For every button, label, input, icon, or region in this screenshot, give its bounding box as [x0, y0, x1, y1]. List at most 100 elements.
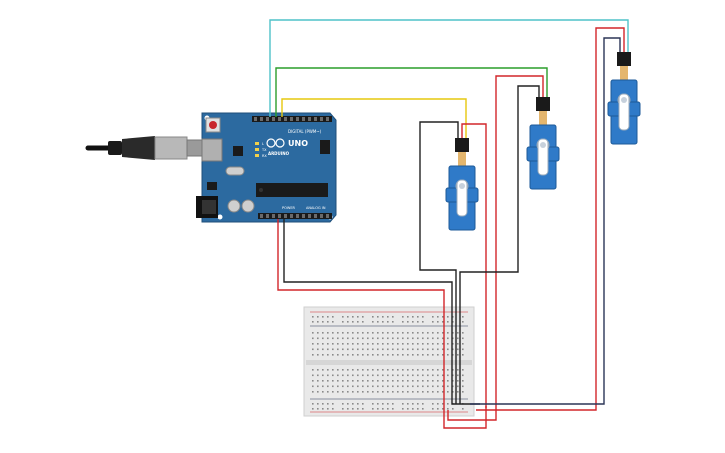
- breadboard-hole[interactable]: [432, 385, 434, 388]
- breadboard-hole[interactable]: [432, 369, 434, 371]
- breadboard-hole[interactable]: [322, 380, 324, 382]
- breadboard-hole[interactable]: [362, 403, 364, 405]
- breadboard-hole[interactable]: [312, 348, 314, 351]
- breadboard-hole[interactable]: [322, 321, 324, 323]
- breadboard-hole[interactable]: [397, 380, 399, 382]
- breadboard-hole[interactable]: [332, 408, 334, 410]
- breadboard-hole[interactable]: [427, 348, 429, 351]
- breadboard-hole[interactable]: [332, 321, 334, 323]
- breadboard-hole[interactable]: [377, 408, 379, 410]
- breadboard-hole[interactable]: [312, 354, 314, 356]
- breadboard-hole[interactable]: [337, 369, 339, 371]
- breadboard-hole[interactable]: [372, 369, 374, 371]
- breadboard-hole[interactable]: [412, 374, 414, 377]
- breadboard-hole[interactable]: [407, 332, 409, 334]
- breadboard-hole[interactable]: [377, 369, 379, 371]
- breadboard-hole[interactable]: [407, 316, 409, 318]
- breadboard-hole[interactable]: [362, 343, 364, 345]
- breadboard-hole[interactable]: [332, 316, 334, 318]
- breadboard-hole[interactable]: [382, 348, 384, 351]
- breadboard-hole[interactable]: [317, 316, 319, 318]
- breadboard-hole[interactable]: [442, 332, 444, 334]
- breadboard-hole[interactable]: [337, 380, 339, 382]
- breadboard-hole[interactable]: [357, 369, 359, 371]
- breadboard-hole[interactable]: [452, 408, 454, 410]
- breadboard-hole[interactable]: [447, 316, 449, 318]
- wire-signal-servo-2[interactable]: [275, 67, 548, 117]
- breadboard-hole[interactable]: [367, 354, 369, 356]
- breadboard-hole[interactable]: [447, 348, 449, 351]
- breadboard-hole[interactable]: [347, 332, 349, 334]
- wire-servo-1-power[interactable]: [461, 123, 487, 408]
- breadboard-hole[interactable]: [327, 374, 329, 377]
- breadboard-hole[interactable]: [352, 385, 354, 388]
- breadboard-hole[interactable]: [442, 337, 444, 340]
- breadboard-hole[interactable]: [327, 385, 329, 388]
- breadboard-hole[interactable]: [317, 332, 319, 334]
- breadboard-hole[interactable]: [367, 332, 369, 334]
- breadboard-hole[interactable]: [402, 408, 404, 410]
- breadboard-hole[interactable]: [352, 321, 354, 323]
- breadboard-hole[interactable]: [357, 321, 359, 323]
- breadboard-hole[interactable]: [447, 403, 449, 405]
- breadboard-hole[interactable]: [442, 385, 444, 388]
- breadboard-hole[interactable]: [312, 321, 314, 323]
- breadboard-hole[interactable]: [347, 321, 349, 323]
- breadboard-hole[interactable]: [327, 337, 329, 340]
- breadboard-hole[interactable]: [452, 316, 454, 318]
- breadboard-hole[interactable]: [347, 348, 349, 351]
- breadboard-hole[interactable]: [402, 343, 404, 345]
- breadboard-hole[interactable]: [417, 343, 419, 345]
- breadboard-hole[interactable]: [322, 337, 324, 340]
- breadboard-hole[interactable]: [342, 391, 344, 393]
- breadboard-hole[interactable]: [357, 348, 359, 351]
- breadboard-hole[interactable]: [412, 316, 414, 318]
- breadboard-hole[interactable]: [362, 369, 364, 371]
- breadboard-hole[interactable]: [412, 380, 414, 382]
- breadboard-hole[interactable]: [347, 408, 349, 410]
- breadboard-hole[interactable]: [432, 337, 434, 340]
- breadboard-hole[interactable]: [362, 408, 364, 410]
- breadboard-hole[interactable]: [457, 332, 459, 334]
- breadboard-hole[interactable]: [432, 354, 434, 356]
- breadboard-hole[interactable]: [412, 403, 414, 405]
- breadboard-hole[interactable]: [457, 391, 459, 393]
- breadboard-hole[interactable]: [407, 391, 409, 393]
- breadboard-hole[interactable]: [462, 316, 464, 318]
- breadboard-hole[interactable]: [452, 343, 454, 345]
- breadboard-hole[interactable]: [317, 354, 319, 356]
- breadboard-hole[interactable]: [402, 337, 404, 340]
- breadboard-hole[interactable]: [352, 391, 354, 393]
- breadboard-hole[interactable]: [372, 408, 374, 410]
- breadboard-hole[interactable]: [407, 385, 409, 388]
- breadboard-hole[interactable]: [337, 391, 339, 393]
- breadboard-hole[interactable]: [407, 343, 409, 345]
- breadboard-hole[interactable]: [407, 337, 409, 340]
- breadboard-hole[interactable]: [362, 316, 364, 318]
- breadboard-hole[interactable]: [417, 337, 419, 340]
- breadboard-hole[interactable]: [317, 337, 319, 340]
- breadboard-hole[interactable]: [372, 380, 374, 382]
- breadboard-hole[interactable]: [402, 385, 404, 388]
- breadboard-hole[interactable]: [387, 316, 389, 318]
- breadboard-hole[interactable]: [367, 380, 369, 382]
- breadboard-hole[interactable]: [332, 374, 334, 377]
- wire-5v[interactable]: [277, 219, 487, 429]
- breadboard-hole[interactable]: [407, 348, 409, 351]
- servo-3[interactable]: [607, 52, 641, 145]
- breadboard-hole[interactable]: [452, 369, 454, 371]
- breadboard-hole[interactable]: [372, 321, 374, 323]
- breadboard-hole[interactable]: [387, 354, 389, 356]
- breadboard-hole[interactable]: [367, 369, 369, 371]
- breadboard-hole[interactable]: [377, 321, 379, 323]
- breadboard-hole[interactable]: [407, 374, 409, 377]
- breadboard-hole[interactable]: [327, 403, 329, 405]
- breadboard-hole[interactable]: [362, 321, 364, 323]
- breadboard-hole[interactable]: [457, 354, 459, 356]
- breadboard-hole[interactable]: [422, 385, 424, 388]
- breadboard-hole[interactable]: [457, 374, 459, 377]
- breadboard-hole[interactable]: [362, 354, 364, 356]
- breadboard-hole[interactable]: [342, 332, 344, 334]
- breadboard-hole[interactable]: [407, 321, 409, 323]
- breadboard-hole[interactable]: [372, 316, 374, 318]
